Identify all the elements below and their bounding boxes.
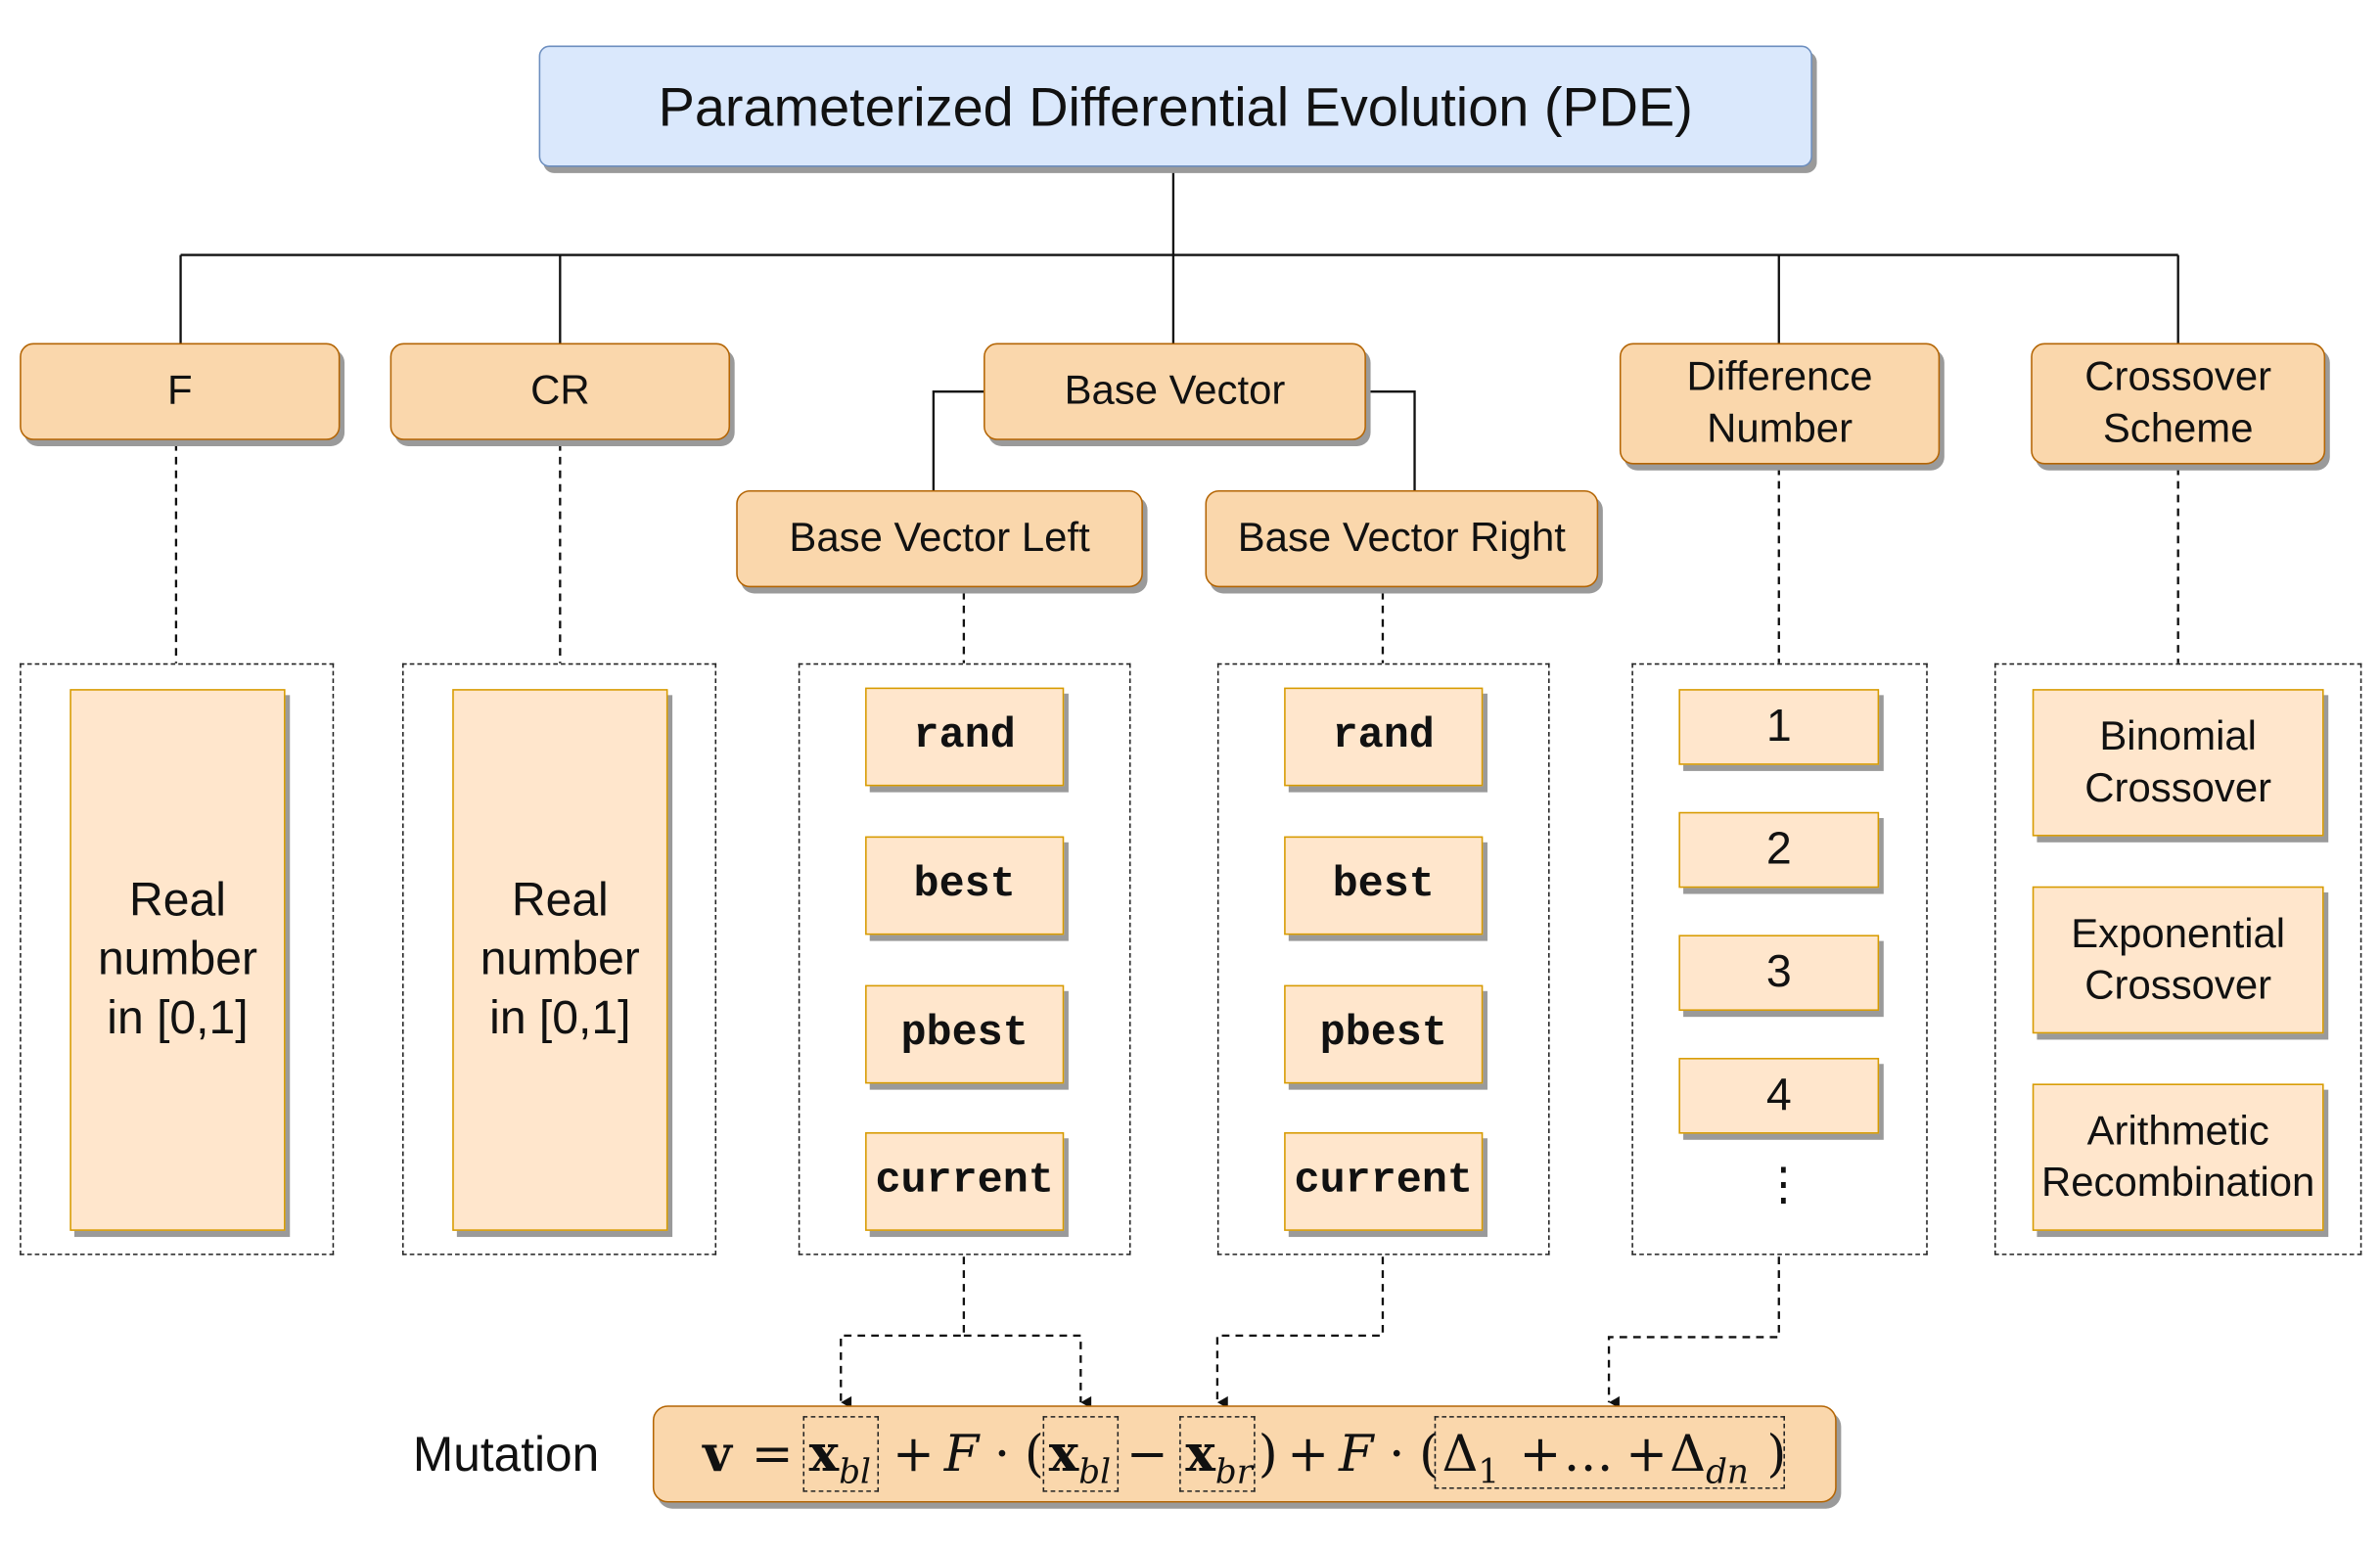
formula-rparen-1: ) xyxy=(1258,1423,1278,1483)
formula-dot-2: · xyxy=(1389,1423,1405,1483)
branch-base-vector-right xyxy=(1365,389,1416,490)
difference-option-3: 3 xyxy=(1678,935,1880,1011)
crossover-option-exponential: Exponential Crossover xyxy=(2032,886,2324,1034)
formula-x-bl-2: xbl xyxy=(1048,1423,1112,1492)
difference-options-group xyxy=(1631,662,1928,1255)
arrow-right-to-xbr xyxy=(1215,1256,1385,1409)
base-right-options-group xyxy=(1216,662,1550,1255)
cr-value-range: Real number in [0,1] xyxy=(452,689,668,1231)
formula-x-br: xbr xyxy=(1185,1423,1254,1492)
base-right-option-rand: rand xyxy=(1284,687,1484,787)
formula-minus: − xyxy=(1125,1423,1168,1483)
formula-dot-1: · xyxy=(993,1423,1011,1483)
base-left-options-group xyxy=(798,662,1131,1255)
page-title: Parameterized Differential Evolution (PD… xyxy=(538,45,1812,167)
mutation-formula xyxy=(652,1405,1837,1503)
formula-highlight-x-bl-2 xyxy=(1042,1416,1120,1492)
crossover-option-binomial: Binomial Crossover xyxy=(2032,689,2324,837)
formula-plus-3: + xyxy=(1519,1423,1562,1483)
difference-option-4: 4 xyxy=(1678,1058,1880,1134)
param-cr: CR xyxy=(389,342,731,440)
formula-delta-1: Δ1 xyxy=(1442,1423,1500,1492)
base-left-option-best: best xyxy=(865,836,1065,935)
param-base-vector: Base Vector xyxy=(984,342,1366,440)
branch-base-vector-left xyxy=(932,389,984,490)
formula-equals: = xyxy=(751,1423,794,1483)
arrow-left-to-xbl-1 xyxy=(840,1256,966,1409)
param-f: F xyxy=(20,342,341,440)
formula-ellipsis: … xyxy=(1563,1423,1614,1483)
arrow-left-to-xbl-2 xyxy=(963,1334,1092,1409)
formula-highlight-deltas xyxy=(1434,1416,1785,1489)
formula-highlight-x-br xyxy=(1179,1416,1256,1492)
f-value-range: Real number in [0,1] xyxy=(69,689,286,1231)
param-base-vector-right: Base Vector Right xyxy=(1205,489,1599,588)
formula-rparen-2: ) xyxy=(1766,1423,1787,1483)
formula-delta-dn: Δdn xyxy=(1670,1423,1749,1492)
difference-more-ellipsis: ⋮ xyxy=(1761,1159,1807,1210)
arrow-diff-to-deltas xyxy=(1607,1256,1780,1409)
param-crossover-scheme: Crossover Scheme xyxy=(2031,342,2326,465)
formula-lparen-1: ( xyxy=(1024,1423,1044,1483)
formula-f-1: F xyxy=(943,1423,980,1483)
formula-highlight-x-bl-1 xyxy=(802,1416,880,1492)
formula-v: v xyxy=(703,1423,732,1483)
base-left-option-pbest: pbest xyxy=(865,984,1065,1084)
difference-option-1: 1 xyxy=(1678,689,1880,765)
f-values-group xyxy=(20,662,335,1255)
crossover-options-group xyxy=(1994,662,2362,1255)
param-base-vector-left: Base Vector Left xyxy=(736,489,1143,588)
base-left-option-rand: rand xyxy=(865,687,1065,787)
formula-plus-2: + xyxy=(1287,1423,1330,1483)
param-difference-number: Difference Number xyxy=(1619,342,1941,465)
base-right-option-best: best xyxy=(1284,836,1484,935)
cr-values-group xyxy=(402,662,717,1255)
formula-plus-4: + xyxy=(1625,1423,1669,1483)
base-left-option-current: current xyxy=(865,1132,1065,1231)
base-right-option-pbest: pbest xyxy=(1284,984,1484,1084)
formula-lparen-2: ( xyxy=(1419,1423,1440,1483)
mutation-label: Mutation xyxy=(412,1426,600,1482)
formula-f-2: F xyxy=(1338,1423,1374,1483)
difference-option-2: 2 xyxy=(1678,811,1880,889)
formula-x-bl-1: xbl xyxy=(808,1423,871,1492)
crossover-option-arithmetic: Arithmetic Recombination xyxy=(2032,1083,2324,1231)
formula-plus-1: + xyxy=(892,1423,935,1483)
base-right-option-current: current xyxy=(1284,1132,1484,1231)
